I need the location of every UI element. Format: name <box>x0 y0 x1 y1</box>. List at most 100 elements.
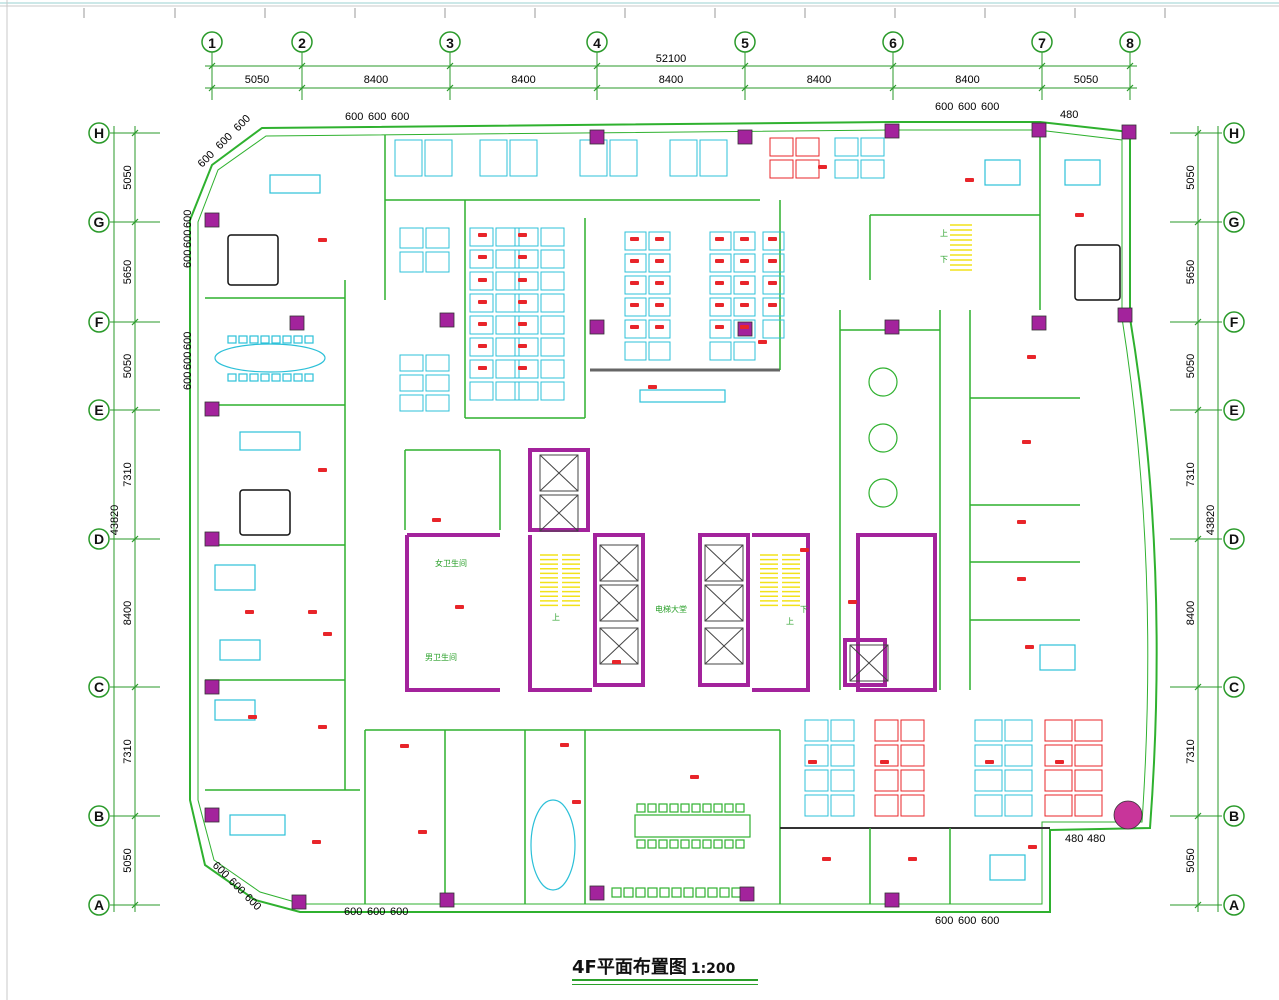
tag-marker <box>478 300 487 304</box>
chair <box>724 803 734 813</box>
elevator-car <box>704 584 744 622</box>
dim-bay-text: 5050 <box>1074 74 1098 86</box>
workstation <box>874 769 899 792</box>
row-axis-label: H <box>94 125 104 141</box>
workstation <box>540 315 565 335</box>
chair <box>719 887 730 898</box>
tag-marker <box>318 238 327 242</box>
structural-column <box>737 129 753 145</box>
dim-tick <box>131 683 139 691</box>
workstation <box>509 139 538 177</box>
workstation <box>648 253 671 273</box>
dim-tick <box>1194 535 1202 543</box>
tag-marker <box>1028 845 1037 849</box>
workstation <box>394 139 423 177</box>
workstation <box>1004 769 1033 792</box>
chair <box>647 803 657 813</box>
workstation <box>1004 794 1033 817</box>
workstation <box>974 744 1003 767</box>
workstation <box>762 231 785 251</box>
workstation <box>830 794 855 817</box>
tag-marker <box>800 548 809 552</box>
workstation <box>540 227 565 247</box>
svg-text:600: 600 <box>390 906 408 918</box>
tag-marker <box>715 259 724 263</box>
workstation <box>1044 769 1073 792</box>
tag-marker <box>1025 645 1034 649</box>
workstation <box>733 319 756 339</box>
row-axis-label: A <box>1229 897 1239 913</box>
row-axis-bubble <box>88 894 110 916</box>
workstation <box>425 374 450 392</box>
structural-column <box>204 679 220 695</box>
structural-column <box>289 315 305 331</box>
chair <box>647 839 657 849</box>
workstation <box>479 139 508 177</box>
workstation <box>699 139 728 177</box>
dim-tick <box>593 62 601 70</box>
tag-marker <box>245 610 254 614</box>
tag-marker <box>908 857 917 861</box>
chair <box>713 803 723 813</box>
workstation <box>425 394 450 412</box>
col-axis-bubble <box>1031 31 1053 53</box>
workstation <box>495 337 520 357</box>
tag-marker <box>572 800 581 804</box>
structural-column <box>884 319 900 335</box>
col-axis-bubble <box>291 31 313 53</box>
workstation <box>495 249 520 269</box>
chair <box>659 887 670 898</box>
tag-marker <box>715 281 724 285</box>
chair <box>671 887 682 898</box>
tag-marker <box>518 344 527 348</box>
svg-text:600: 600 <box>232 113 253 134</box>
row-axis-label: D <box>94 531 104 547</box>
svg-text:600: 600 <box>210 860 231 881</box>
structural-column <box>589 129 605 145</box>
workstation <box>804 744 829 767</box>
tag-marker <box>400 744 409 748</box>
dim-side-text: 5050 <box>1185 165 1197 189</box>
workstation <box>540 337 565 357</box>
svg-text:600: 600 <box>182 250 194 268</box>
tag-marker <box>655 325 664 329</box>
chair <box>680 803 690 813</box>
workstation <box>514 293 539 313</box>
women-wc-label: 女卫生间 <box>435 558 467 568</box>
dim-tick <box>1038 62 1046 70</box>
svg-text:480: 480 <box>1060 109 1078 121</box>
workstation <box>795 137 820 157</box>
workstation <box>1074 769 1103 792</box>
dim-bay-text: 8400 <box>659 74 683 86</box>
structural-column <box>204 531 220 547</box>
core-walls <box>405 448 937 692</box>
workstation <box>804 719 829 742</box>
chair <box>636 803 646 813</box>
workstation <box>709 319 732 339</box>
svg-text:600: 600 <box>391 111 409 123</box>
workstation <box>874 744 899 767</box>
dim-bay-text: 8400 <box>511 74 535 86</box>
structural-column <box>439 312 455 328</box>
col-axis-label: 2 <box>298 35 306 51</box>
dim-bay-text: 5050 <box>245 74 269 86</box>
dim-tick <box>1194 129 1202 137</box>
dim-tick <box>1194 812 1202 820</box>
structural-column <box>291 894 307 910</box>
workstation <box>514 359 539 379</box>
svg-text:600: 600 <box>242 892 263 913</box>
workstation <box>624 231 647 251</box>
building-outline <box>189 121 1158 913</box>
tag-marker <box>518 233 527 237</box>
workstation <box>648 231 671 251</box>
row-axis-bubble <box>1223 399 1245 421</box>
row-axis-bubble <box>88 399 110 421</box>
tag-marker <box>478 278 487 282</box>
chair <box>695 887 706 898</box>
tag-marker <box>655 259 664 263</box>
elevator-car <box>849 644 889 682</box>
workstation <box>709 275 732 295</box>
elevator-x <box>704 584 744 622</box>
